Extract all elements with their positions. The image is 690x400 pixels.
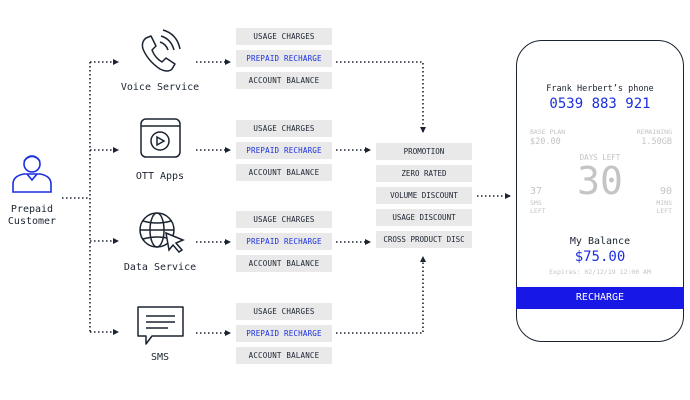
remaining-value: 1.50GB bbox=[641, 137, 672, 147]
discount-volume: VOLUME DISCOUNT bbox=[376, 187, 472, 204]
chip-account-balance: ACCOUNT BALANCE bbox=[236, 72, 332, 89]
message-icon bbox=[137, 306, 184, 345]
base-plan-label: BASE PLAN bbox=[530, 128, 566, 136]
chip-usage-charges: USAGE CHARGES bbox=[236, 303, 332, 320]
days-left-value: 30 bbox=[577, 159, 623, 203]
phone-title: Frank Herbert’s phone bbox=[546, 84, 654, 94]
chip-usage-charges: USAGE CHARGES bbox=[236, 28, 332, 45]
play-app-icon bbox=[140, 118, 181, 158]
chip-prepaid-recharge: PREPAID RECHARGE bbox=[236, 233, 332, 250]
base-plan-value: $20.00 bbox=[530, 137, 561, 147]
service-label-sms: SMS bbox=[150, 352, 170, 363]
chip-prepaid-recharge: PREPAID RECHARGE bbox=[236, 325, 332, 342]
flow-connectors bbox=[62, 59, 511, 336]
mins-left-value: 90 bbox=[659, 186, 672, 197]
sms-left-label-1: SMS bbox=[530, 199, 542, 207]
days-left-label: DAYS LEFT bbox=[579, 153, 621, 162]
chip-account-balance: ACCOUNT BALANCE bbox=[236, 347, 332, 364]
chip-usage-charges: USAGE CHARGES bbox=[236, 120, 332, 137]
chip-account-balance: ACCOUNT BALANCE bbox=[236, 164, 332, 181]
globe-cursor-icon bbox=[139, 212, 185, 253]
discount-promotion: PROMOTION bbox=[376, 143, 472, 160]
phone-ringing-icon bbox=[141, 29, 181, 72]
service-label-data: Data Service bbox=[123, 262, 197, 273]
discount-zero-rated: ZERO RATED bbox=[376, 165, 472, 182]
expiry-text: Expires: 02/12/19 12:00 AM bbox=[549, 268, 651, 276]
chip-usage-charges: USAGE CHARGES bbox=[236, 211, 332, 228]
recharge-button[interactable]: RECHARGE bbox=[516, 287, 684, 309]
balance-value: $75.00 bbox=[574, 249, 626, 265]
discount-cross-product: CROSS PRODUCT DISC bbox=[376, 231, 472, 248]
chip-prepaid-recharge: PREPAID RECHARGE bbox=[236, 50, 332, 67]
user-icon bbox=[12, 155, 52, 193]
service-label-voice: Voice Service bbox=[120, 82, 200, 93]
mins-left-label-1: MINS bbox=[656, 199, 672, 207]
balance-label: My Balance bbox=[569, 236, 631, 247]
chip-account-balance: ACCOUNT BALANCE bbox=[236, 255, 332, 272]
service-label-ott: OTT Apps bbox=[135, 171, 185, 182]
sms-left-label-2: LEFT bbox=[530, 207, 546, 215]
chip-prepaid-recharge: PREPAID RECHARGE bbox=[236, 142, 332, 159]
phone-number: 0539 883 921 bbox=[549, 96, 651, 112]
customer-label-line2: Customer bbox=[7, 216, 57, 227]
discount-usage: USAGE DISCOUNT bbox=[376, 209, 472, 226]
remaining-label: REMAINING bbox=[636, 128, 672, 136]
mins-left-label-2: LEFT bbox=[656, 207, 672, 215]
customer-label-line1: Prepaid bbox=[10, 204, 54, 215]
sms-left-value: 37 bbox=[530, 186, 543, 197]
